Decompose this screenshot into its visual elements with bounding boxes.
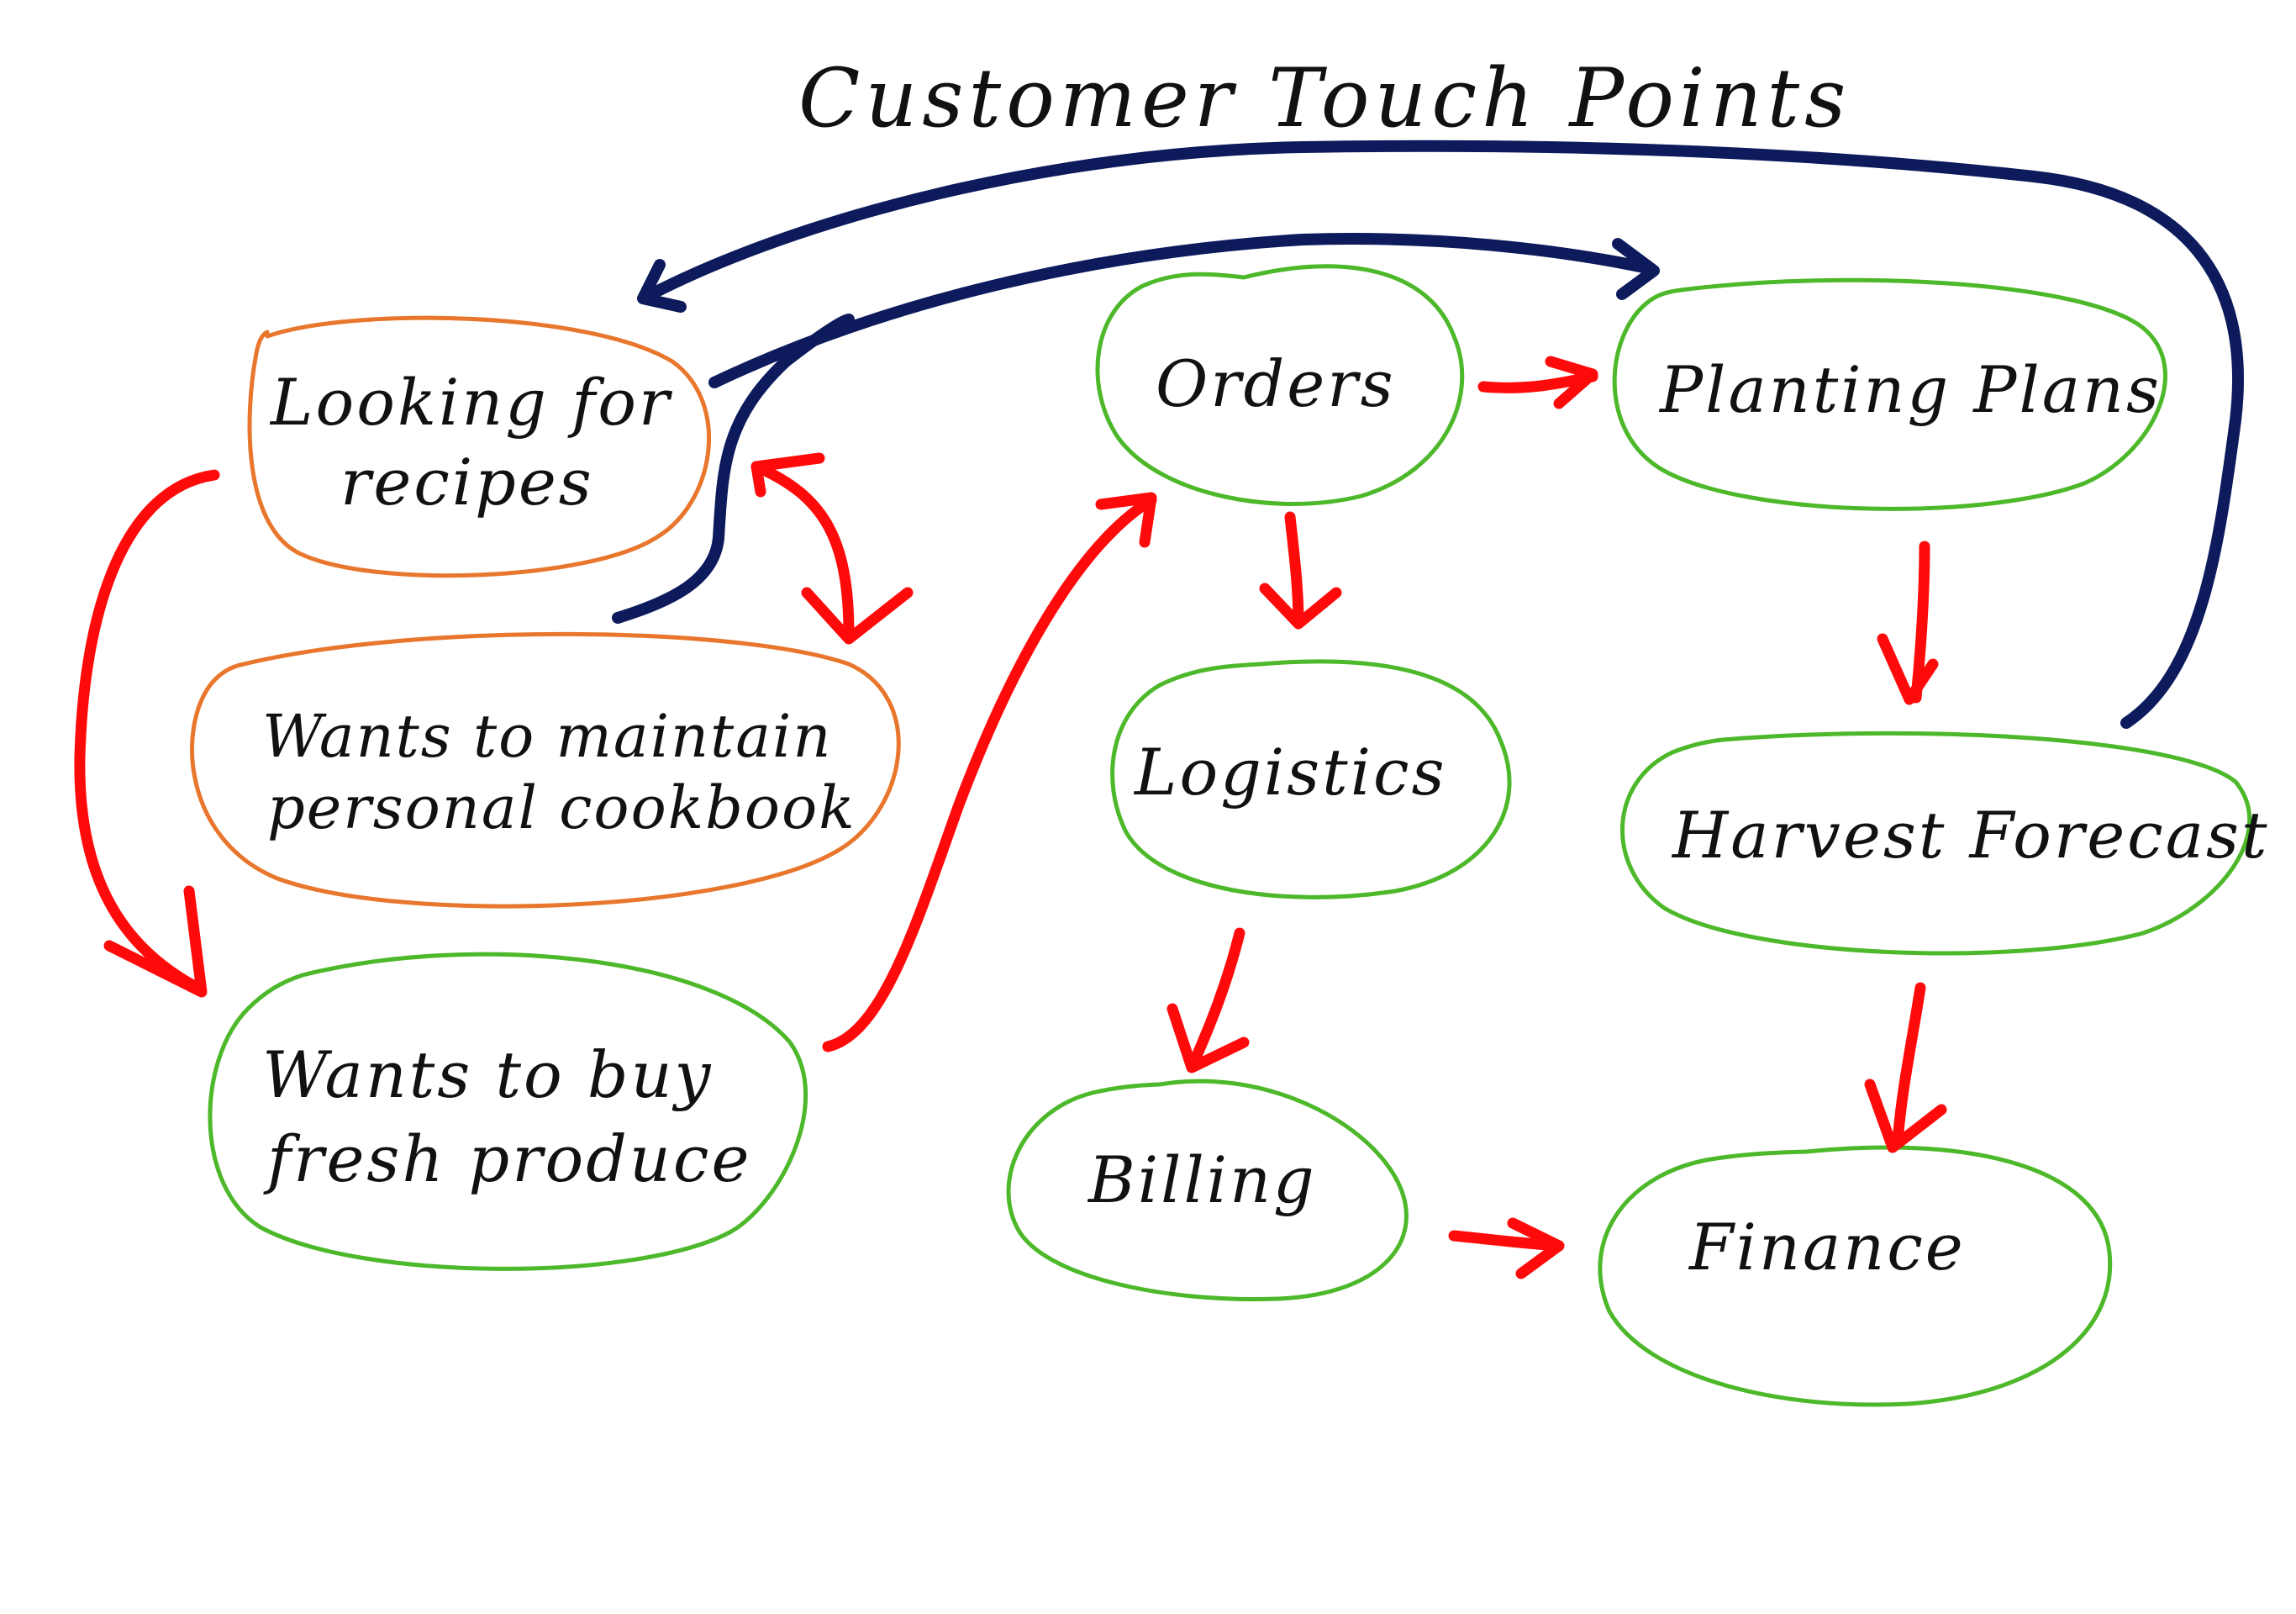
node-maintain-cookbook: Wants to maintain personal cookbook bbox=[190, 631, 901, 909]
arrowhead-produce-to-orders bbox=[1095, 492, 1157, 548]
node-planting-plans-outline bbox=[1612, 277, 2167, 511]
node-label-line1: Wants to buy bbox=[262, 1037, 713, 1112]
flow-arrows bbox=[74, 356, 1947, 1279]
diagram-title: Customer Touch Points bbox=[798, 51, 1851, 145]
arrowhead-billing-to-finance bbox=[1507, 1217, 1565, 1279]
node-looking-for-recipes: Looking for recipes bbox=[247, 315, 711, 578]
node-billing: Billing bbox=[1006, 1079, 1409, 1301]
arrow-harvest-to-finance bbox=[1892, 982, 1926, 1149]
arrow-produce-to-orders bbox=[822, 494, 1157, 1052]
node-label-line2: fresh produce bbox=[263, 1121, 751, 1196]
arrowhead-harvest-to-recipes bbox=[637, 259, 687, 313]
node-label-line2: recipes bbox=[340, 445, 594, 520]
arrowhead-cookbook-to-planting bbox=[1612, 238, 1660, 300]
node-finance-outline bbox=[1598, 1145, 2113, 1407]
arrow-recipes-to-produce bbox=[74, 469, 220, 994]
arrow-orders-to-logistics bbox=[1284, 511, 1304, 628]
node-billing-outline bbox=[1006, 1079, 1409, 1301]
node-label-line2: personal cookbook bbox=[267, 773, 856, 842]
node-harvest-forecast-outline bbox=[1619, 731, 2252, 956]
arrowhead-orders-to-planting bbox=[1545, 356, 1598, 409]
feedback-arrows bbox=[612, 140, 2244, 729]
arrow-logistics-to-billing bbox=[1187, 927, 1245, 1069]
node-maintain-cookbook-outline bbox=[190, 631, 901, 909]
node-planting-plans: Planting Plans bbox=[1612, 277, 2167, 511]
node-label: Orders bbox=[1156, 346, 1396, 421]
node-finance: Finance bbox=[1598, 1145, 2113, 1407]
node-label: Harvest Forecast bbox=[1671, 798, 2270, 873]
node-orders-outline bbox=[1095, 264, 1465, 506]
node-label: Finance bbox=[1688, 1210, 1966, 1284]
arrowhead-recipes-cookbook-down bbox=[801, 587, 914, 645]
arrowhead-harvest-to-finance bbox=[1864, 1079, 1947, 1153]
arrowhead-recipes-cookbook-up bbox=[750, 452, 825, 498]
node-orders: Orders bbox=[1095, 264, 1465, 506]
node-logistics-outline bbox=[1110, 659, 1512, 899]
node-buy-fresh-produce-outline bbox=[208, 952, 808, 1271]
node-label: Logistics bbox=[1133, 735, 1447, 810]
node-buy-fresh-produce: Wants to buy fresh produce bbox=[208, 952, 808, 1271]
arrow-recipes-to-planting bbox=[708, 233, 1657, 388]
arrow-recipes-cookbook bbox=[750, 461, 855, 641]
arrowhead-planting-to-harvest bbox=[1877, 633, 1939, 705]
arrow-harvest-to-recipes bbox=[645, 140, 2244, 729]
node-looking-for-recipes-outline bbox=[247, 315, 711, 578]
node-logistics: Logistics bbox=[1110, 659, 1512, 899]
node-label: Billing bbox=[1087, 1142, 1317, 1217]
arrowhead-logistics-to-billing bbox=[1166, 1003, 1250, 1073]
arrowhead-recipes-to-produce bbox=[103, 885, 208, 998]
arrowhead-orders-to-logistics bbox=[1259, 583, 1342, 630]
node-harvest-forecast: Harvest Forecast bbox=[1619, 731, 2270, 956]
node-label: Planting Plans bbox=[1658, 352, 2162, 427]
node-label-line1: Looking for bbox=[269, 365, 673, 440]
node-label-line1: Wants to maintain bbox=[262, 702, 832, 771]
